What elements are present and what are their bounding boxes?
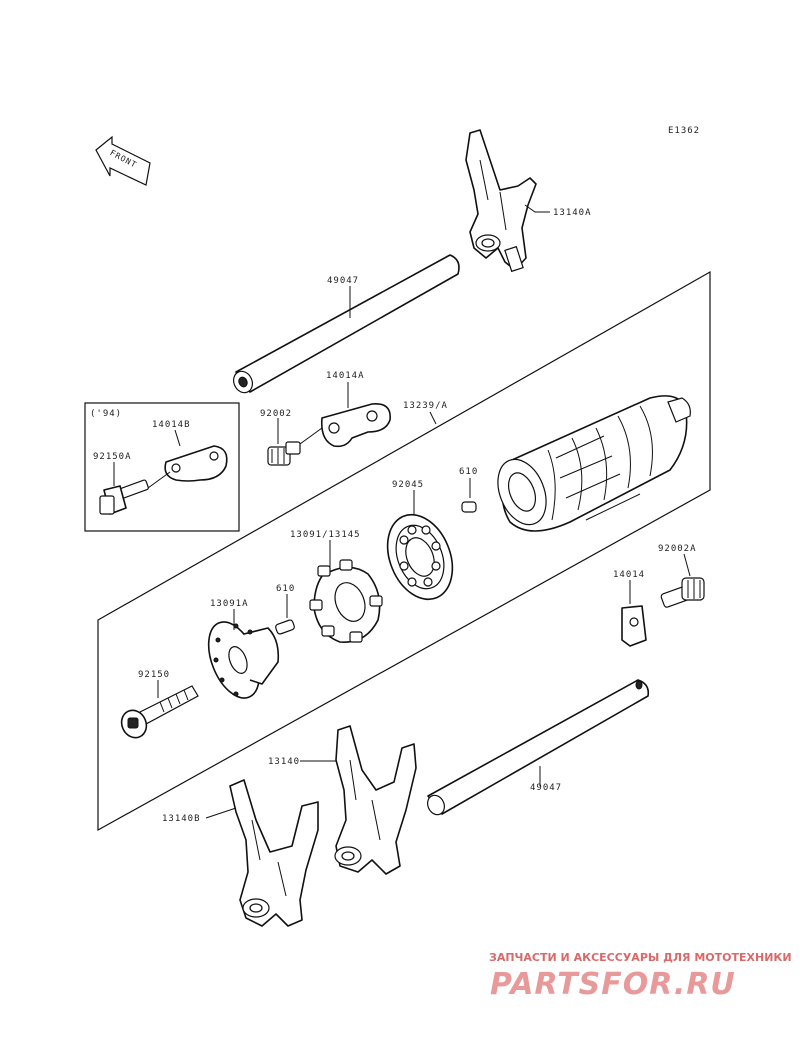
cam-13091a [207,621,280,699]
assembly-frame [97,270,711,832]
watermark-brand: PARTSFOR.RU [490,967,736,1002]
label-92150: 92150 [138,670,170,680]
shift-fork-13140 [334,725,417,875]
inset-box [84,402,240,532]
pin-610-upper [461,501,477,513]
label-14014b: 14014B [152,420,191,430]
label-49047-upper: 49047 [327,276,359,286]
bolt-92002 [267,441,301,466]
label-13091a: 13091A [210,599,249,609]
bolt-92150 [120,685,199,739]
shift-fork-13140b [229,779,319,927]
leader-14014b [174,429,181,447]
label-92002: 92002 [260,409,292,419]
label-14014: 14014 [613,570,645,580]
label-drum: 13239/A [403,401,448,411]
shift-rod-lower [427,679,650,816]
label-13140a: 13140A [553,208,592,218]
label-92002a: 92002A [658,544,697,554]
plate-14014a [320,403,391,448]
leader-13140a [524,204,550,213]
leader-92150a-line [147,471,171,489]
shift-fork-13140a [465,129,537,273]
shift-rod-upper [233,254,460,394]
diagram-code: E1362 [668,126,700,136]
bolt-92002a [660,577,705,608]
watermark-tagline: ЗАПЧАСТИ И АКСЕССУАРЫ ДЛЯ МОТОТЕХНИКИ [489,951,792,964]
label-610-upper: 610 [459,467,478,477]
leader-92002a [683,553,691,577]
label-14014a: 14014A [326,371,365,381]
label-13140b: 13140B [162,814,201,824]
bearing-92045 [386,513,454,601]
label-13091-13145: 13091/13145 [290,530,361,540]
bolt-92150a [99,479,149,515]
label-610-lower: 610 [276,584,295,594]
plate-14014 [621,605,647,647]
label-49047-lower: 49047 [530,783,562,793]
front-arrow-icon: FRONT [95,135,151,186]
inset-label: ('94) [90,409,122,419]
leader-13140b [205,807,237,819]
leader-92002-line [299,427,323,445]
plate-14014b [164,445,228,482]
label-92150a: 92150A [93,452,132,462]
holder-13091-13145 [309,559,383,643]
label-92045: 92045 [392,480,424,490]
leader-drum [429,411,437,425]
shift-drum [497,395,691,532]
pin-610-lower [275,619,295,635]
label-13140: 13140 [268,757,300,767]
